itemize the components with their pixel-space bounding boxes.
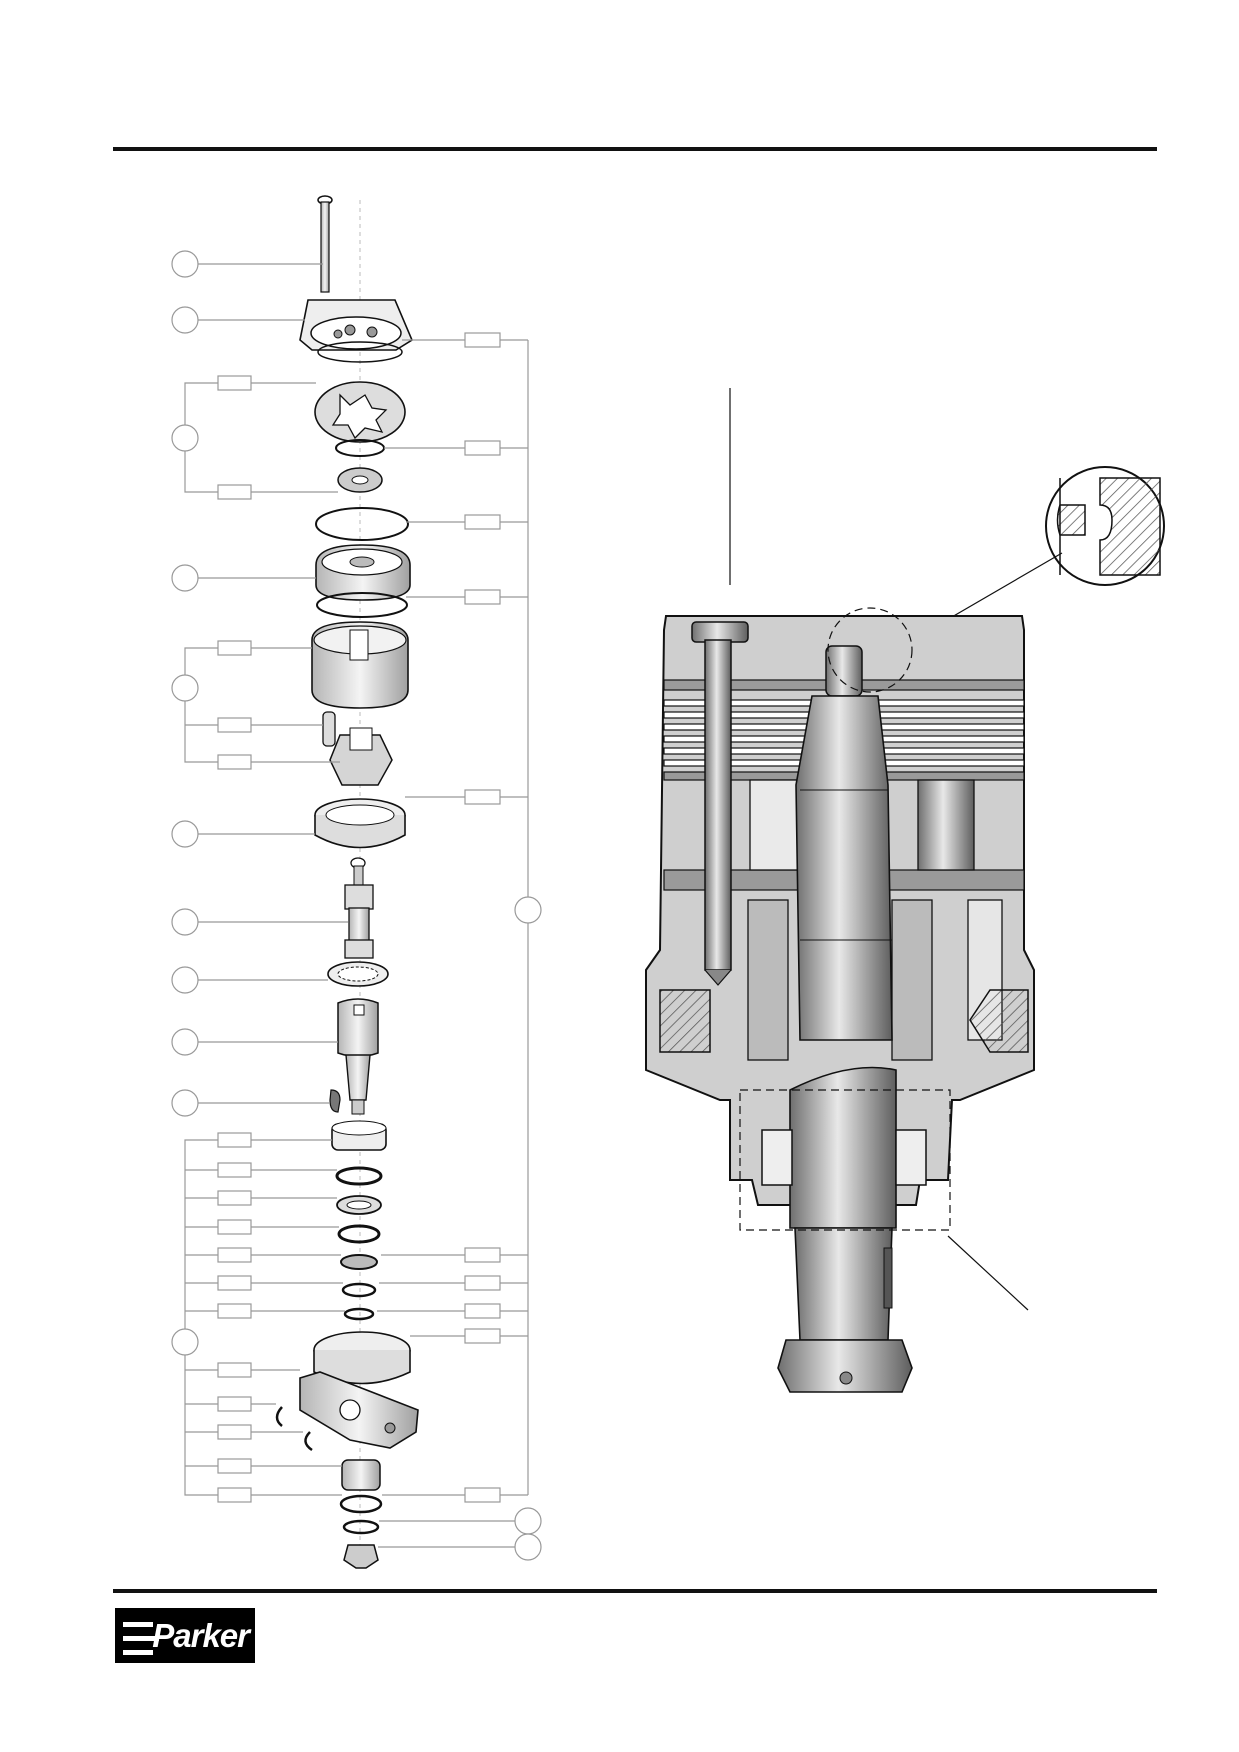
section-drive-shaft-icon (795, 645, 893, 1041)
logo-bar-2 (123, 1636, 159, 1641)
nut-icon (339, 1459, 383, 1569)
gerotor-icon (314, 381, 406, 493)
end-cover-icon (299, 299, 414, 363)
key-icon (329, 1089, 341, 1113)
bolt-icon (317, 195, 333, 293)
seal-stack-icon (331, 1120, 387, 1321)
mounting-flange-icon (275, 1331, 419, 1452)
parker-logo: Parker (115, 1608, 255, 1663)
logo-bar-3 (123, 1650, 153, 1655)
drive-shaft-icon (344, 857, 374, 959)
exploded-view (171, 195, 542, 1569)
logo-text: Parker (152, 1617, 250, 1654)
logo-bar-1 (123, 1622, 153, 1627)
top-rule (113, 147, 1157, 151)
output-shaft-icon (337, 998, 379, 1115)
balance-plate-icon (315, 507, 411, 618)
bearing-cup-icon (314, 798, 406, 849)
bottom-rule (113, 1589, 1157, 1593)
left-callouts (171, 250, 348, 1503)
thrust-bearing-icon (327, 961, 389, 987)
section-view (645, 388, 1165, 1393)
section-output-shaft-icon (777, 1066, 913, 1393)
tie-bolt-icon (691, 621, 749, 986)
valve-housing-icon (311, 621, 409, 786)
detail-circle-icon (1045, 466, 1165, 586)
right-callouts (377, 332, 542, 1561)
